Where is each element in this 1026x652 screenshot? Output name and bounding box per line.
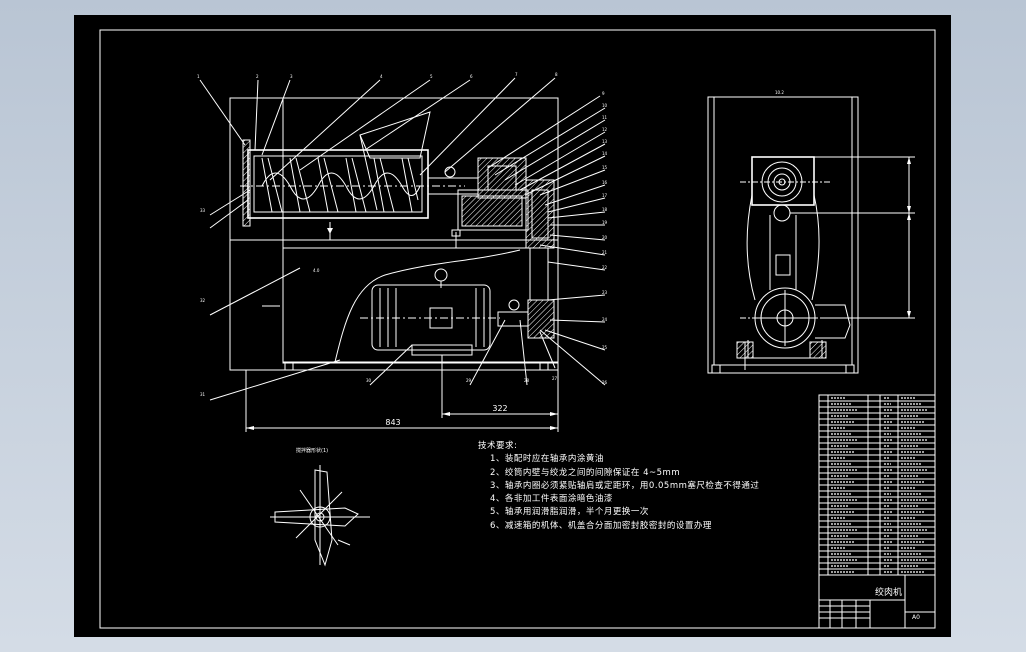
inner-border [99,29,936,629]
svg-text:32: 32 [200,298,206,303]
agitator-detail-label: 搅拌器形状(1) [296,447,328,454]
svg-text:15: 15 [602,165,608,170]
svg-text:8: 8 [555,72,558,77]
svg-text:21: 21 [602,250,608,255]
title-block-code: A0 [912,614,920,621]
svg-text:17: 17 [602,193,608,198]
overall-length-dimension: 843 [385,418,400,427]
title-block-title: 绞肉机 [875,588,903,598]
svg-text:1: 1 [197,74,200,79]
svg-text:26: 26 [602,380,608,385]
svg-text:10.2: 10.2 [775,90,784,95]
svg-text:11: 11 [602,115,608,120]
svg-text:4: 4 [380,74,383,79]
svg-text:22: 22 [602,265,608,270]
svg-text:25: 25 [602,345,608,350]
svg-text:9: 9 [602,91,605,96]
svg-text:16: 16 [602,180,608,185]
svg-text:18: 18 [602,207,608,212]
note-6: 6、减速箱的机体、机盖合分面加密封胶密封的设置办理 [490,520,712,531]
svg-text:13: 13 [602,139,608,144]
svg-text:29: 29 [466,378,472,383]
svg-text:5: 5 [430,74,433,79]
svg-text:6: 6 [470,74,473,79]
svg-text:24: 24 [602,317,608,322]
svg-text:10: 10 [602,103,608,108]
notes-title: 技术要求: [478,441,518,451]
svg-text:31: 31 [200,392,206,397]
note-5: 5、轴承用润滑脂润滑，半个月更换一次 [490,507,649,518]
front-view: 4.0 [197,72,608,432]
svg-text:33: 33 [200,208,206,213]
svg-text:27: 27 [552,376,558,381]
note-2: 2、绞筒内壁与绞龙之间的间隙保证在 4~5mm [490,467,681,478]
svg-text:4.0: 4.0 [313,268,320,273]
side-view: 10.2 [707,90,915,374]
svg-text:30: 30 [366,378,372,383]
technical-requirements: 技术要求: 1、装配时应在轴承内涂黄油 2、绞筒内壁与绞龙之间的间隙保证在 4~… [420,440,759,533]
svg-text:2: 2 [256,74,259,79]
note-1: 1、装配时应在轴承内涂黄油 [490,454,604,465]
svg-text:14: 14 [602,151,608,156]
svg-text:28: 28 [524,378,530,383]
svg-text:12: 12 [602,127,608,132]
svg-text:23: 23 [602,290,608,295]
svg-text:3: 3 [290,74,293,79]
svg-text:7: 7 [515,72,518,77]
motor-offset-dimension: 322 [492,404,507,413]
parts-list [818,394,936,629]
agitator-detail [270,465,370,567]
svg-text:19: 19 [602,220,608,225]
note-4: 4、各非加工件表面涂暗色油漆 [490,494,613,505]
note-3: 3、轴承内圈必须紧贴轴肩或定距环，用0.05mm塞尺检查不得通过 [490,480,760,491]
svg-text:20: 20 [602,235,608,240]
